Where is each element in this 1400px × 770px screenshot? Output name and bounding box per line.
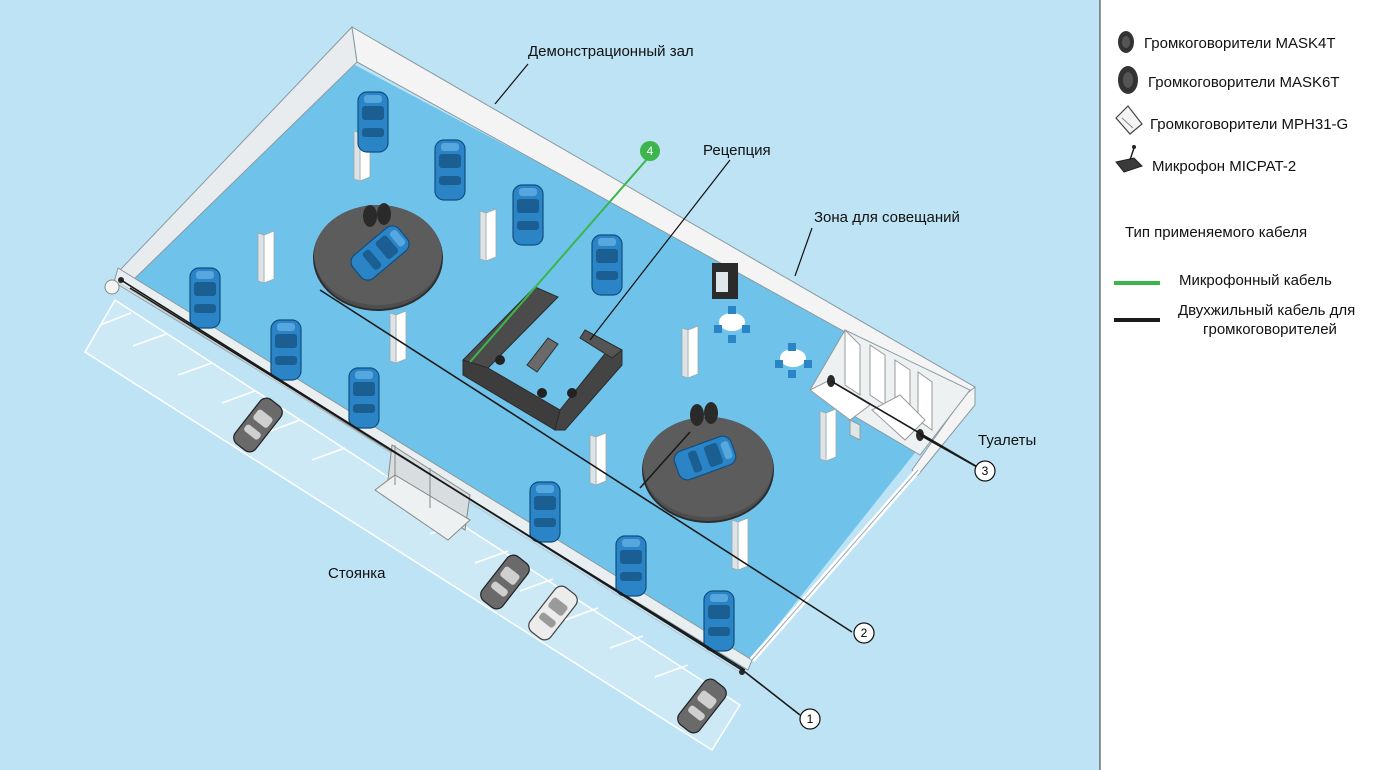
car: [512, 184, 544, 246]
mph31g-speaker-icon: [1115, 105, 1143, 135]
car: [529, 481, 561, 543]
callout-4: 4: [640, 141, 660, 161]
legend-item-mph31g: Громкоговорители MPH31-G: [1150, 116, 1348, 133]
legend-speaker-cable-label-line1: Двухжильный кабель для: [1178, 302, 1355, 319]
entrance: [374, 444, 471, 541]
reception-label: Рецепция: [703, 142, 771, 159]
callout-3: 3: [974, 460, 996, 482]
car: [434, 139, 466, 201]
legend-speaker-cable-label-line2: громкоговорителей: [1203, 321, 1337, 338]
callout-2: 2: [853, 622, 875, 644]
legend-panel: Громкоговорители MASK4T Громкоговорители…: [1099, 0, 1400, 770]
car: [270, 319, 302, 381]
mask6t-speaker-icon: [1118, 66, 1138, 94]
legend-cable-title: Тип применяемого кабеля: [1125, 224, 1307, 241]
showroom-label: Демонстрационный зал: [528, 43, 694, 60]
back-walls: [119, 25, 976, 476]
mask6t-speakers: [363, 203, 718, 426]
legend-item-mask6t: Громкоговорители MASK6T: [1148, 74, 1340, 91]
svg-text:3: 3: [982, 464, 989, 478]
car: [357, 91, 389, 153]
legend-item-mask4t: Громкоговорители MASK4T: [1144, 35, 1336, 52]
speaker-cables: [120, 279, 980, 716]
parking-label: Стоянка: [328, 565, 386, 582]
car: [189, 267, 221, 329]
svg-text:1: 1: [807, 712, 814, 726]
legend-mic-cable-label: Микрофонный кабель: [1179, 272, 1332, 289]
svg-text:2: 2: [861, 626, 868, 640]
reception-desk: [462, 286, 623, 431]
legend-item-micpat2: Микрофон MICPAT-2: [1152, 158, 1296, 175]
mask4t-speaker-icon: [1118, 31, 1134, 53]
svg-text:4: 4: [647, 144, 654, 158]
car: [348, 367, 380, 429]
micpat2-microphone-icon: [1115, 145, 1143, 173]
toilets-label: Туалеты: [978, 432, 1036, 449]
car: [703, 590, 735, 652]
meeting-zone-label: Зона для совещаний: [814, 209, 960, 226]
showroom-floor: [125, 65, 965, 670]
car: [591, 234, 623, 296]
microphone-cable: [469, 157, 649, 363]
label-leaders: [494, 63, 813, 341]
car: [615, 535, 647, 597]
callout-1: 1: [799, 708, 821, 730]
meeting-zone-furniture: [712, 263, 812, 378]
